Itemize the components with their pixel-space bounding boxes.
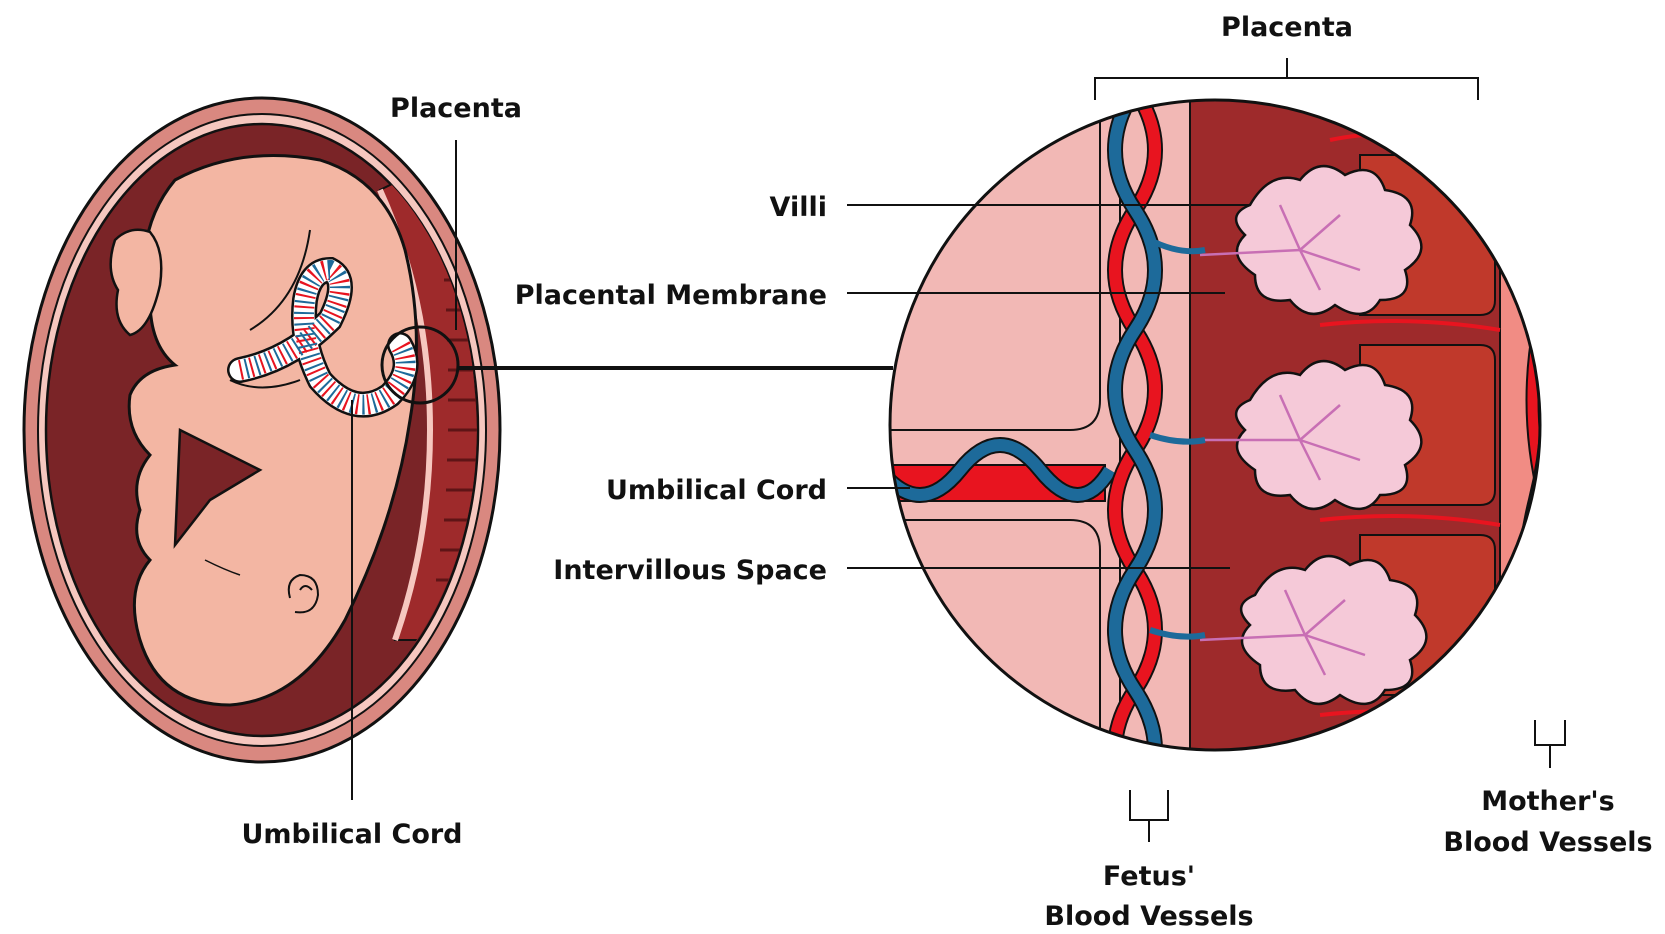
label-mother-vessels-1: Mother's xyxy=(1481,786,1615,817)
label-placental-membrane: Placental Membrane xyxy=(515,280,827,311)
label-mother-vessels-2: Blood Vessels xyxy=(1443,827,1652,858)
label-intervillous-space: Intervillous Space xyxy=(553,555,827,586)
label-villi: Villi xyxy=(770,192,827,223)
villi-cluster xyxy=(1236,166,1426,704)
label-umbilical-cord-right: Umbilical Cord xyxy=(606,475,827,506)
placenta-magnified xyxy=(880,90,1665,810)
label-placenta-top: Placenta xyxy=(1221,12,1353,43)
label-umbilical-cord-left: Umbilical Cord xyxy=(241,819,462,850)
label-fetus-vessels-1: Fetus' xyxy=(1103,861,1195,892)
label-fetus-vessels-2: Blood Vessels xyxy=(1044,901,1253,932)
uterus-illustration xyxy=(24,98,500,762)
label-placenta-left: Placenta xyxy=(390,93,522,124)
